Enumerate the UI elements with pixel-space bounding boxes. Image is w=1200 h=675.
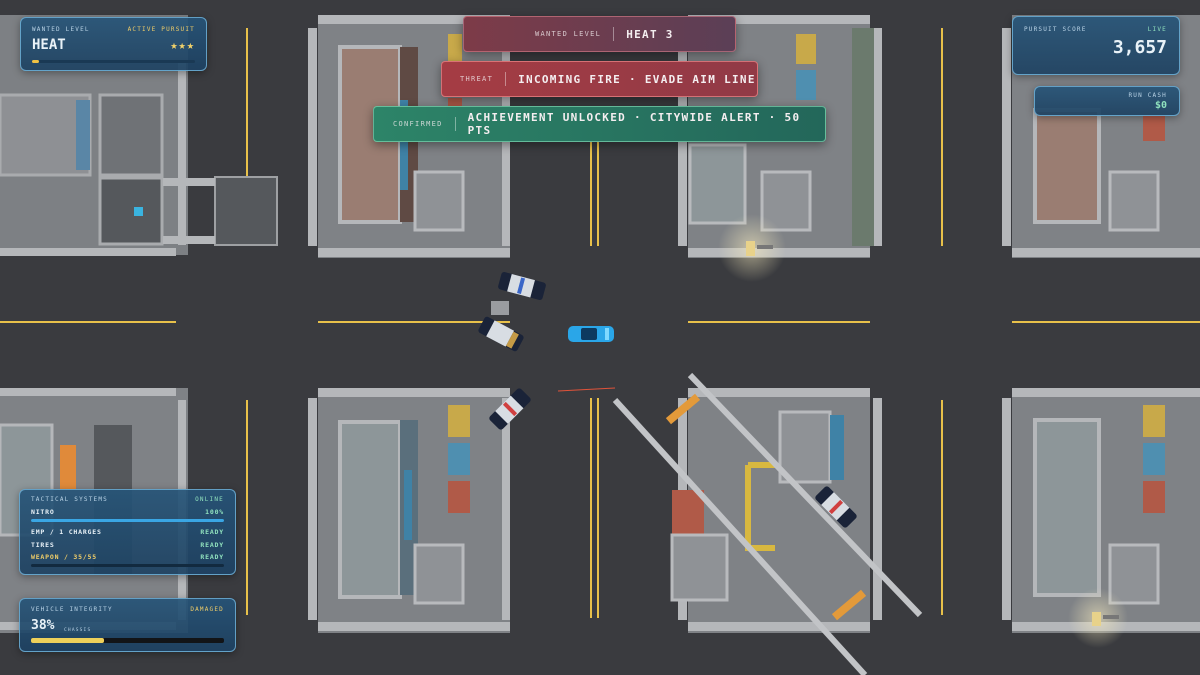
system-row-emp: EMP / 1 CHARGES READY (31, 528, 224, 542)
heat-label: HEAT (32, 37, 66, 53)
system-row-nitro: NITRO 100% (31, 508, 224, 522)
toast-kind: Wanted Level (535, 30, 602, 38)
road-barriers (491, 301, 867, 621)
lane-markings (0, 28, 1200, 675)
tactical-systems-label: Tactical Systems (31, 496, 108, 503)
integrity-sub-label: Chassis (64, 628, 92, 633)
police-car (498, 272, 546, 300)
toast-kind: Threat (460, 75, 494, 83)
tactical-systems-panel: Tactical Systems Online NITRO 100% EMP /… (19, 489, 236, 575)
wanted-level-label: Wanted Level (32, 26, 90, 33)
vehicles (478, 272, 857, 528)
toast-wanted-level: Wanted Level HEAT 3 (463, 16, 736, 52)
player-car (568, 326, 614, 342)
police-car (815, 486, 857, 528)
toast-achievement: Confirmed ACHIEVEMENT UNLOCKED · CITYWID… (373, 106, 826, 142)
run-cash-label: Run Cash (1128, 92, 1167, 99)
live-indicator: Live (1147, 26, 1167, 33)
integrity-percent: 38% (31, 618, 55, 633)
nitro-bar (31, 519, 224, 522)
system-name: EMP / 1 CHARGES (31, 528, 102, 536)
heat-progress-bar (32, 60, 195, 63)
toast-kind: Confirmed (393, 120, 443, 128)
system-row-weapon: WEAPON / 35/55 READY (31, 553, 224, 567)
run-cash-value: $0 (1154, 100, 1167, 111)
nitro-bar-fill (31, 519, 224, 522)
pursuit-score-panel: Pursuit Score Live 3,657 (1012, 16, 1180, 75)
vehicle-integrity-label: Vehicle Integrity (31, 606, 113, 613)
system-name: NITRO (31, 508, 55, 516)
police-car (489, 388, 531, 430)
toast-divider (505, 72, 507, 86)
system-state: READY (200, 541, 224, 549)
pursuit-score-label: Pursuit Score (1024, 26, 1087, 33)
heat-progress-fill (32, 60, 39, 63)
toast-divider (454, 117, 456, 131)
system-row-tires: TIRES READY (31, 541, 224, 555)
run-cash-panel: Run Cash $0 (1034, 86, 1180, 116)
system-state: READY (200, 553, 224, 561)
toast-message: ACHIEVEMENT UNLOCKED · CITYWIDE ALERT · … (467, 111, 801, 137)
weapon-bar (31, 564, 224, 567)
pursuit-score-value: 3,657 (1112, 37, 1167, 58)
wanted-level-panel: Wanted Level Active Pursuit HEAT ★★★ (20, 17, 207, 71)
system-name: WEAPON / 35/55 (31, 553, 97, 561)
toast-message: INCOMING FIRE · EVADE AIM LINE (518, 72, 756, 86)
pursuit-status: Active Pursuit (127, 26, 195, 33)
system-state: READY (200, 528, 224, 536)
integrity-bar (31, 638, 224, 643)
toast-message: HEAT 3 (626, 27, 674, 41)
toast-threat: Threat INCOMING FIRE · EVADE AIM LINE (441, 61, 758, 97)
system-state: 100% (205, 508, 224, 516)
integrity-status: Damaged (190, 606, 224, 613)
integrity-bar-fill (31, 638, 105, 643)
vehicle-integrity-panel: Vehicle Integrity Damaged 38% Chassis (19, 598, 236, 652)
police-car (478, 316, 524, 352)
toast-divider (613, 27, 615, 41)
street-lights (718, 214, 1128, 648)
wanted-stars-icon: ★★★ (170, 38, 195, 52)
system-name: TIRES (31, 541, 55, 549)
systems-status: Online (195, 496, 224, 503)
